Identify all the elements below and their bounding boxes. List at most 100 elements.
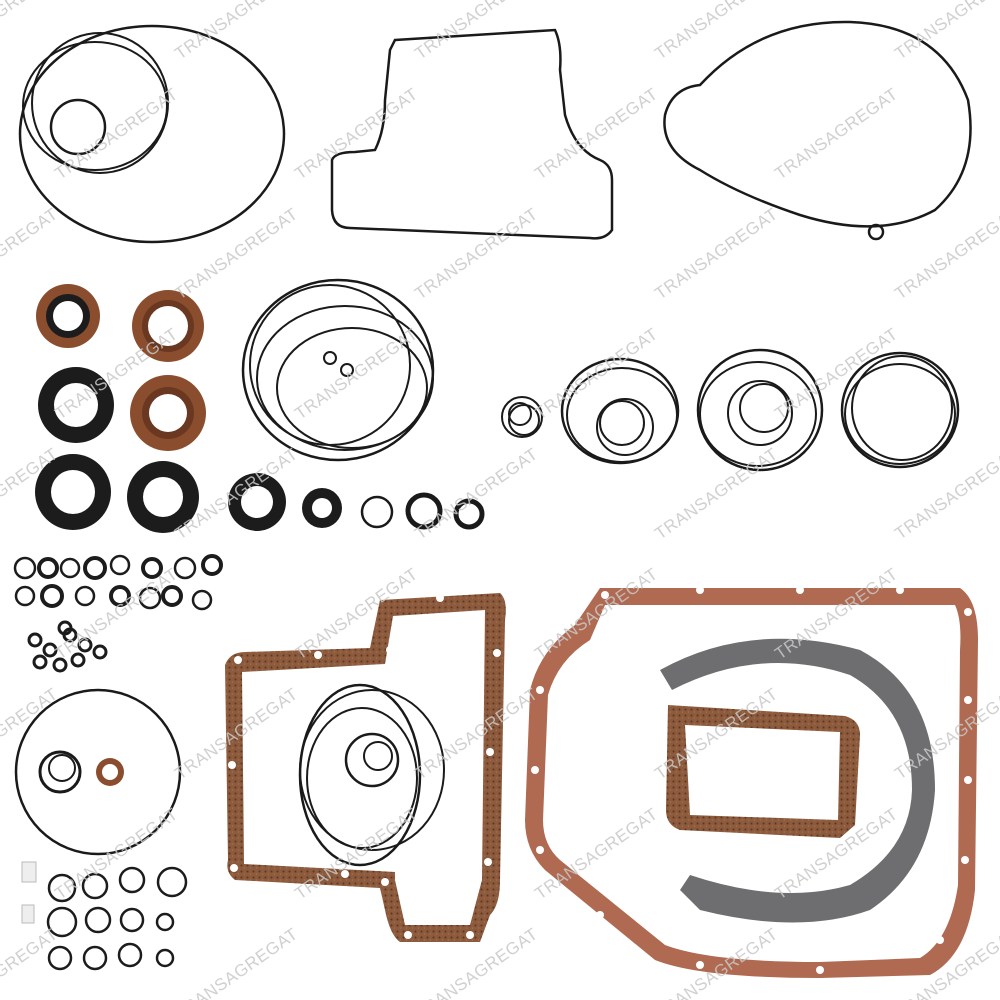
washer [74,585,96,607]
watermark-text: TRANSAGREGAT [291,804,421,903]
bolt-hole [341,870,349,878]
small-o-ring [42,642,58,658]
watermark-text: TRANSAGREGAT [51,564,181,663]
watermark-text: TRANSAGREGAT [771,84,901,183]
bolt-hole [796,586,804,594]
watermark-text: TRANSAGREGAT [171,204,301,303]
large-oval-seal-set [18,24,286,244]
bolt-hole [228,761,236,769]
o-ring [156,866,188,898]
watermark-text: TRANSAGREGAT [891,0,1000,63]
bolt-hole [696,586,704,594]
bolt-hole [386,646,394,654]
small-o-ring [27,632,43,648]
bolt-hole [536,686,544,694]
o-ring [82,945,108,971]
bolt-hole [436,594,444,602]
bolt-hole [234,656,242,664]
bolt-hole [404,931,412,939]
bolt-hole [486,748,494,756]
bolt-hole [466,931,474,939]
bolt-hole [816,966,824,974]
o-ring [155,948,175,968]
oil-seals [35,284,342,533]
washer [161,585,183,607]
o-ring [118,866,146,894]
watermark-text: TRANSAGREGAT [651,0,781,63]
watermark-text: TRANSAGREGAT [651,204,781,303]
washer [141,557,163,579]
washer [13,556,37,580]
o-ring [119,907,145,933]
o-ring [47,945,73,971]
bolt-hole [964,608,972,616]
washer [138,586,162,610]
small-o-ring [77,637,93,653]
small-washers [13,554,223,673]
watermark-text: TRANSAGREGAT [531,84,661,183]
watermark-text: TRANSAGREGAT [51,804,181,903]
watermark-text: TRANSAGREGAT [291,84,421,183]
small-o-rings-row [360,492,485,530]
valve-body-outline-gasket [330,28,614,240]
watermark-text: TRANSAGREGAT [0,924,61,1000]
watermark-text: TRANSAGREGAT [411,204,541,303]
o-ring [155,912,175,932]
small-o-ring [52,657,68,673]
washer [14,585,36,607]
o-ring [117,942,143,968]
watermark-text: TRANSAGREGAT [531,564,661,663]
o-ring [81,872,109,900]
watermark-text: TRANSAGREGAT [291,324,421,423]
washer [40,584,64,608]
bolt-hole [493,649,501,657]
lower-ring-set [14,688,182,856]
small-o-ring [57,620,73,636]
watermark-text: TRANSAGREGAT [771,324,901,423]
bolt-hole [964,696,972,704]
oil-pan-paper-gasket [525,588,978,978]
bolt-hole [484,858,492,866]
bolt-hole [314,651,322,659]
bottom-o-rings [46,866,188,971]
sealing-ring-groups [501,348,960,472]
small-o-ring [70,652,86,668]
watermark-text: TRANSAGREGAT [531,324,661,423]
o-ring [84,906,112,934]
bolt-holes [228,586,972,974]
washer [173,556,197,580]
watermark-text: TRANSAGREGAT [171,924,301,1000]
bolt-hole [964,776,972,784]
cork-valve-body-gasket [225,593,506,942]
o-ring [46,906,78,938]
plastic-clips [21,861,37,924]
bolt-hole [531,766,539,774]
small-o-ring [32,654,48,670]
o-ring [47,873,77,903]
washer [201,554,223,576]
washer [37,557,59,579]
bolt-hole [896,586,904,594]
small-o-ring [92,644,108,660]
bolt-hole [596,911,604,919]
bolt-hole [696,961,704,969]
watermark-text: TRANSAGREGAT [0,684,61,783]
watermark-text: TRANSAGREGAT [411,684,541,783]
pan-outline-gasket [663,20,972,241]
watermark-text: TRANSAGREGAT [891,204,1000,303]
washer [59,557,81,579]
watermark-text: TRANSAGREGAT [651,444,781,543]
bolt-hole [536,846,544,854]
bolt-hole [961,856,969,864]
bolt-hole [230,864,238,872]
bolt-hole [381,878,389,886]
washer [191,589,213,611]
bolt-hole [601,591,609,599]
piston-seal-rings [241,278,435,462]
watermark-text: TRANSAGREGAT [411,444,541,543]
washer [83,556,107,580]
washer [109,585,131,607]
bolt-hole [936,936,944,944]
